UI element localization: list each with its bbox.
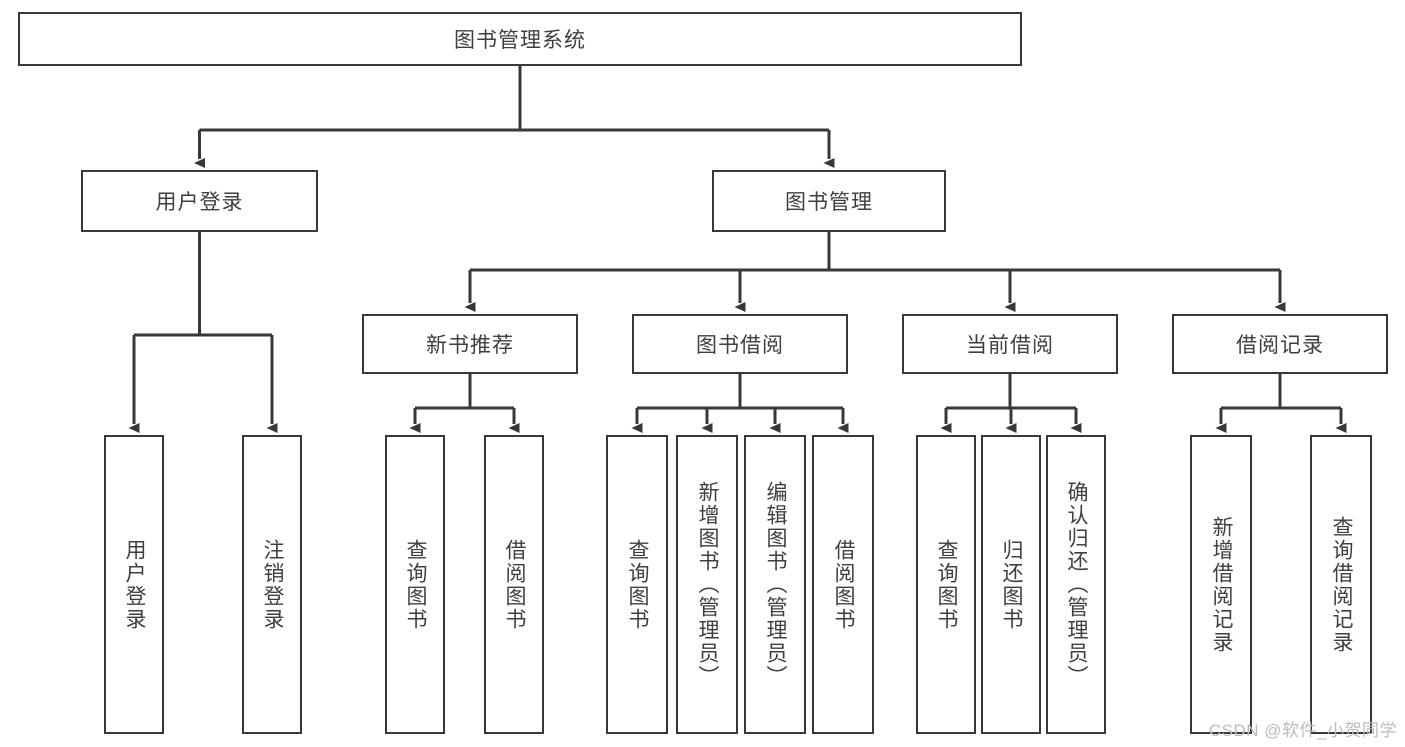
- leaf-query-book-current[interactable]: 查询图书: [916, 435, 976, 734]
- leaf-query-borrow-record[interactable]: 查询借阅记录: [1310, 435, 1372, 734]
- leaf-return-book[interactable]: 归还图书: [981, 435, 1041, 734]
- node-label: 确认归还（管理员）: [1065, 481, 1089, 688]
- leaf-query-book-recommend[interactable]: 查询图书: [385, 435, 445, 734]
- leaf-borrow-book-recommend[interactable]: 借阅图书: [484, 435, 544, 734]
- leaf-edit-book-admin[interactable]: 编辑图书（管理员）: [744, 435, 806, 734]
- node-label: 借阅图书: [503, 538, 527, 631]
- leaf-add-book-admin[interactable]: 新增图书（管理员）: [676, 435, 738, 734]
- node-book-management[interactable]: 图书管理: [712, 170, 946, 232]
- node-current-borrow[interactable]: 当前借阅: [902, 314, 1118, 374]
- node-book-borrow[interactable]: 图书借阅: [632, 314, 848, 374]
- node-label: 查询图书: [404, 538, 428, 631]
- leaf-query-book[interactable]: 查询图书: [606, 435, 668, 734]
- leaf-add-borrow-record[interactable]: 新增借阅记录: [1190, 435, 1252, 734]
- node-label: 新书推荐: [426, 334, 514, 357]
- leaf-confirm-return-admin[interactable]: 确认归还（管理员）: [1046, 435, 1106, 734]
- watermark-text: CSDN @软件_小贺同学: [1208, 721, 1397, 740]
- node-label: 编辑图书（管理员）: [764, 481, 788, 688]
- node-label: 注销登录: [261, 538, 285, 631]
- node-label: 查询图书: [935, 538, 959, 631]
- node-label: 归还图书: [1000, 538, 1024, 631]
- node-label: 图书管理: [785, 191, 873, 214]
- leaf-borrow-book[interactable]: 借阅图书: [812, 435, 874, 734]
- leaf-user-login[interactable]: 用户登录: [104, 435, 164, 734]
- node-user-login[interactable]: 用户登录: [81, 170, 318, 232]
- node-label: 新增图书（管理员）: [696, 481, 720, 688]
- node-label: 当前借阅: [966, 334, 1054, 357]
- node-label: 用户登录: [123, 538, 147, 631]
- node-label: 查询借阅记录: [1330, 515, 1354, 654]
- node-label: 图书管理系统: [454, 29, 586, 52]
- leaf-logout[interactable]: 注销登录: [242, 435, 302, 734]
- node-new-book-recommend[interactable]: 新书推荐: [362, 314, 578, 374]
- node-label: 用户登录: [155, 191, 244, 214]
- node-label: 查询图书: [626, 538, 650, 631]
- node-root[interactable]: 图书管理系统: [18, 12, 1022, 66]
- node-label: 借阅记录: [1236, 334, 1324, 357]
- node-label: 借阅图书: [832, 538, 856, 631]
- node-label: 图书借阅: [696, 334, 784, 357]
- node-borrow-record[interactable]: 借阅记录: [1172, 314, 1388, 374]
- node-label: 新增借阅记录: [1210, 515, 1234, 654]
